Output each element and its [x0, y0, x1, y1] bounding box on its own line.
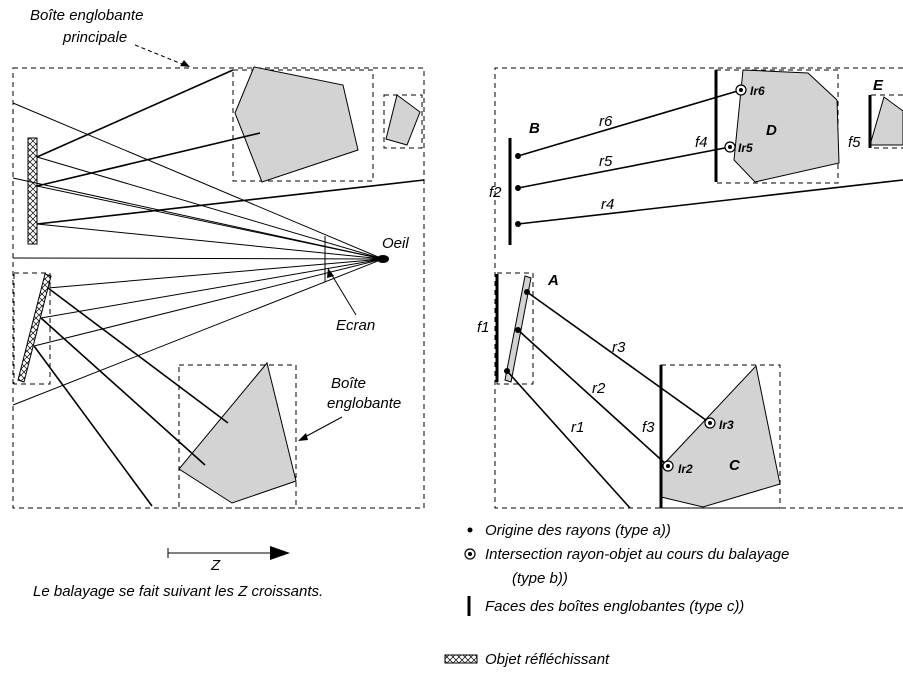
- label-ir2: Ir2: [678, 462, 693, 476]
- main-box-label-1: Boîte englobante: [30, 7, 143, 24]
- label-a: A: [547, 272, 559, 289]
- triangle-object: [178, 361, 297, 504]
- label-ir6: Ir6: [750, 84, 765, 98]
- label-r3: r3: [612, 339, 626, 356]
- label-f4: f4: [695, 134, 708, 151]
- label-e: E: [873, 77, 884, 94]
- reflective-bounding-box: [13, 272, 51, 385]
- legend-origin-marker: [467, 527, 473, 533]
- small-object: [385, 94, 421, 146]
- label-d: D: [766, 122, 777, 139]
- reflective-object-lower: [17, 273, 52, 383]
- main-box-label-2: principale: [62, 29, 127, 46]
- caption: Le balayage se fait suivant les Z croiss…: [33, 583, 323, 600]
- label-r6: r6: [599, 113, 613, 130]
- right-rays: [506, 89, 903, 509]
- label-c: C: [729, 457, 741, 474]
- legend-origin-text: Origine des rayons (type a)): [485, 522, 671, 539]
- eye-label: Oeil: [382, 235, 409, 252]
- legend-reflective-text: Objet réfléchissant: [485, 651, 610, 668]
- left-panel: Boîte englobante principale Oeil Ecran B…: [12, 7, 425, 600]
- label-r5: r5: [599, 153, 613, 170]
- object-d: [733, 69, 840, 183]
- legend-face-text: Faces des boîtes englobantes (type c)): [485, 598, 744, 615]
- object-e-box: [869, 94, 903, 149]
- label-r1: r1: [571, 419, 584, 436]
- object-c: [660, 364, 781, 508]
- pentagon-object: [234, 66, 359, 183]
- z-axis-label: Z: [210, 557, 221, 574]
- object-e: [869, 96, 903, 146]
- label-f5: f5: [848, 134, 861, 151]
- legend-intersection-text-1: Intersection rayon-objet au cours du bal…: [485, 546, 789, 563]
- bottom-bounding-box: [178, 364, 297, 509]
- legend-reflective-marker: [444, 654, 478, 664]
- reflected-rays: [33, 69, 425, 507]
- label-f2: f2: [489, 184, 502, 201]
- legend: Origine des rayons (type a)) Intersectio…: [444, 522, 789, 668]
- reflective-object-upper: [27, 137, 38, 245]
- screen-label: Ecran: [336, 317, 375, 334]
- legend-intersection-text-2: (type b)): [512, 570, 568, 587]
- box-label-2: englobante: [327, 395, 401, 412]
- label-ir3: Ir3: [719, 418, 734, 432]
- label-r2: r2: [592, 380, 606, 397]
- ray-origins: [504, 153, 530, 374]
- label-b: B: [529, 120, 540, 137]
- label-f3: f3: [642, 419, 655, 436]
- box-label-1: Boîte: [331, 375, 366, 392]
- eye-dot: [377, 255, 389, 263]
- label-ir5: Ir5: [738, 141, 753, 155]
- small-bounding-box: [383, 94, 423, 149]
- label-r4: r4: [601, 196, 614, 213]
- eye-rays: [12, 102, 384, 406]
- right-panel: A B C D E f1 f2 f3 f4 f5 r1 r2 r3 r4 r5 …: [477, 67, 903, 509]
- z-axis-arrow: [270, 546, 290, 560]
- label-f1: f1: [477, 319, 490, 336]
- intersection-markers: [662, 84, 747, 472]
